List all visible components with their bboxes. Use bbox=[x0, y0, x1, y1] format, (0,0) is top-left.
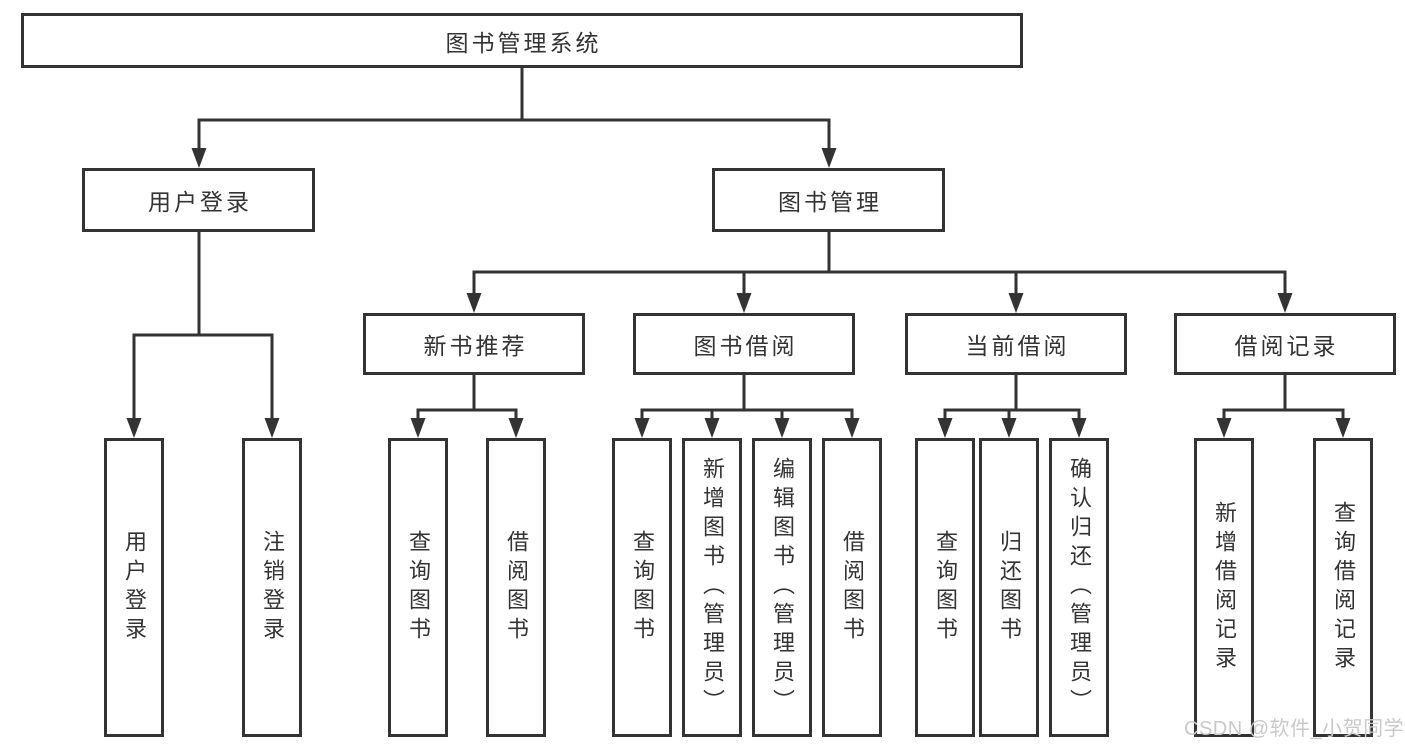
node-leaf-logout: 注销登录 bbox=[242, 438, 302, 737]
node-bb-query-books: 查询图书 bbox=[612, 438, 672, 737]
node-leaf-user-login: 用户登录 bbox=[104, 438, 164, 737]
node-cb-query-books: 查询图书 bbox=[915, 438, 975, 737]
node-nbr-query-books-label: 查询图书 bbox=[406, 529, 431, 646]
node-user-login: 用户登录 bbox=[82, 168, 315, 232]
node-current-borrow-label: 当前借阅 bbox=[965, 333, 1070, 359]
node-book-borrow: 图书借阅 bbox=[633, 313, 855, 375]
node-bb-add-books-admin: 新增图书（管理员） bbox=[682, 438, 742, 737]
node-nbr-borrow-books: 借阅图书 bbox=[486, 438, 546, 737]
node-cb-return-books-label: 归还图书 bbox=[997, 529, 1022, 646]
node-bb-query-books-label: 查询图书 bbox=[630, 529, 655, 646]
node-bb-edit-books-admin: 编辑图书（管理员） bbox=[752, 438, 812, 737]
node-nbr-borrow-books-label: 借阅图书 bbox=[504, 529, 529, 646]
node-root-label: 图书管理系统 bbox=[445, 29, 602, 56]
node-cb-confirm-return-admin: 确认归还（管理员） bbox=[1049, 438, 1109, 737]
node-book-borrow-label: 图书借阅 bbox=[693, 333, 798, 359]
node-cb-query-books-label: 查询图书 bbox=[933, 529, 958, 646]
node-new-book-recommend-label: 新书推荐 bbox=[423, 333, 528, 359]
node-br-add-record-label: 新增借阅记录 bbox=[1212, 500, 1237, 675]
node-cb-return-books: 归还图书 bbox=[979, 438, 1039, 737]
node-nbr-query-books: 查询图书 bbox=[388, 438, 448, 737]
node-br-add-record: 新增借阅记录 bbox=[1194, 438, 1254, 737]
node-new-book-recommend: 新书推荐 bbox=[363, 313, 585, 375]
node-book-management: 图书管理 bbox=[712, 168, 945, 232]
node-cb-confirm-return-admin-label: 确认归还（管理员） bbox=[1067, 457, 1092, 718]
node-current-borrow: 当前借阅 bbox=[905, 313, 1127, 375]
node-borrow-records: 借阅记录 bbox=[1174, 313, 1396, 375]
node-bb-borrow-books: 借阅图书 bbox=[822, 438, 882, 737]
node-bb-borrow-books-label: 借阅图书 bbox=[840, 529, 865, 646]
node-borrow-records-label: 借阅记录 bbox=[1234, 333, 1339, 359]
node-leaf-user-login-label: 用户登录 bbox=[122, 529, 147, 646]
node-br-query-record-label: 查询借阅记录 bbox=[1331, 500, 1356, 675]
watermark: CSDN @软件_小贺同学 bbox=[1184, 718, 1405, 740]
node-br-query-record: 查询借阅记录 bbox=[1313, 438, 1373, 737]
node-user-login-label: 用户登录 bbox=[148, 189, 252, 215]
node-bb-add-books-admin-label: 新增图书（管理员） bbox=[700, 457, 725, 718]
node-book-management-label: 图书管理 bbox=[778, 189, 882, 215]
node-bb-edit-books-admin-label: 编辑图书（管理员） bbox=[770, 457, 795, 718]
node-leaf-logout-label: 注销登录 bbox=[260, 529, 285, 646]
node-root: 图书管理系统 bbox=[21, 13, 1023, 68]
